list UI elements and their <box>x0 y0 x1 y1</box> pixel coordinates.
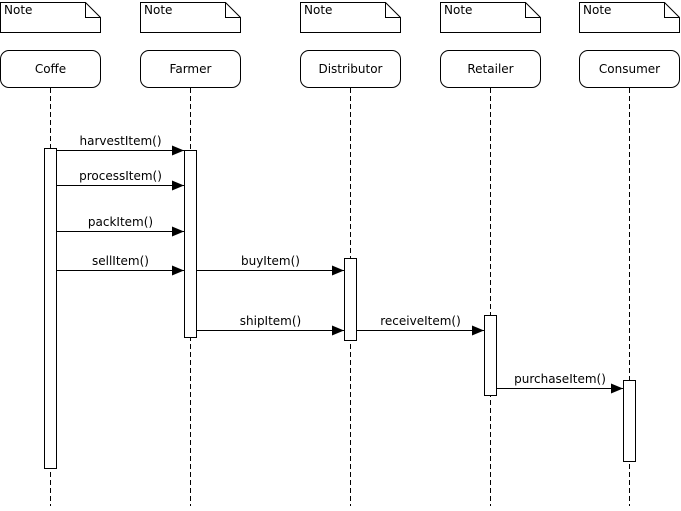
note-label: Note <box>583 3 612 17</box>
note-shape-coffe[interactable] <box>0 2 101 33</box>
message-label-processitem[interactable]: processItem() <box>79 169 162 183</box>
activation-consumer[interactable] <box>623 380 636 462</box>
message-label-shipitem[interactable]: shipItem() <box>239 314 302 328</box>
message-label-receiveitem[interactable]: receiveItem() <box>380 314 461 328</box>
actor-label: Distributor <box>318 62 383 76</box>
activation-distributor[interactable] <box>344 258 357 341</box>
note-shape-farmer[interactable] <box>140 2 241 33</box>
actor-label: Coffe <box>34 62 67 76</box>
message-label-packitem[interactable]: packItem() <box>87 215 154 229</box>
actor-box-retailer[interactable]: Retailer <box>440 50 541 88</box>
actor-box-coffe[interactable]: Coffe <box>0 50 101 88</box>
message-label-buyitem[interactable]: buyItem() <box>240 254 300 268</box>
actor-box-consumer[interactable]: Consumer <box>579 50 680 88</box>
activation-coffe[interactable] <box>44 148 57 469</box>
message-label-purchaseitem[interactable]: purchaseItem() <box>514 372 606 386</box>
actor-box-farmer[interactable]: Farmer <box>140 50 241 88</box>
note-label: Note <box>4 3 33 17</box>
actor-box-distributor[interactable]: Distributor <box>300 50 401 88</box>
activation-retailer[interactable] <box>484 315 497 396</box>
note-shape-consumer[interactable] <box>579 2 680 33</box>
note-label: Note <box>444 3 473 17</box>
note-shape-distributor[interactable] <box>300 2 401 33</box>
note-label: Note <box>304 3 333 17</box>
note-label: Note <box>144 3 173 17</box>
actor-label: Farmer <box>169 62 212 76</box>
activation-farmer[interactable] <box>184 150 197 338</box>
actor-label: Retailer <box>467 62 514 76</box>
message-label-harvestitem[interactable]: harvestItem() <box>79 134 162 148</box>
actor-label: Consumer <box>598 62 661 76</box>
message-label-sellitem[interactable]: sellItem() <box>92 254 149 268</box>
note-shape-retailer[interactable] <box>440 2 541 33</box>
